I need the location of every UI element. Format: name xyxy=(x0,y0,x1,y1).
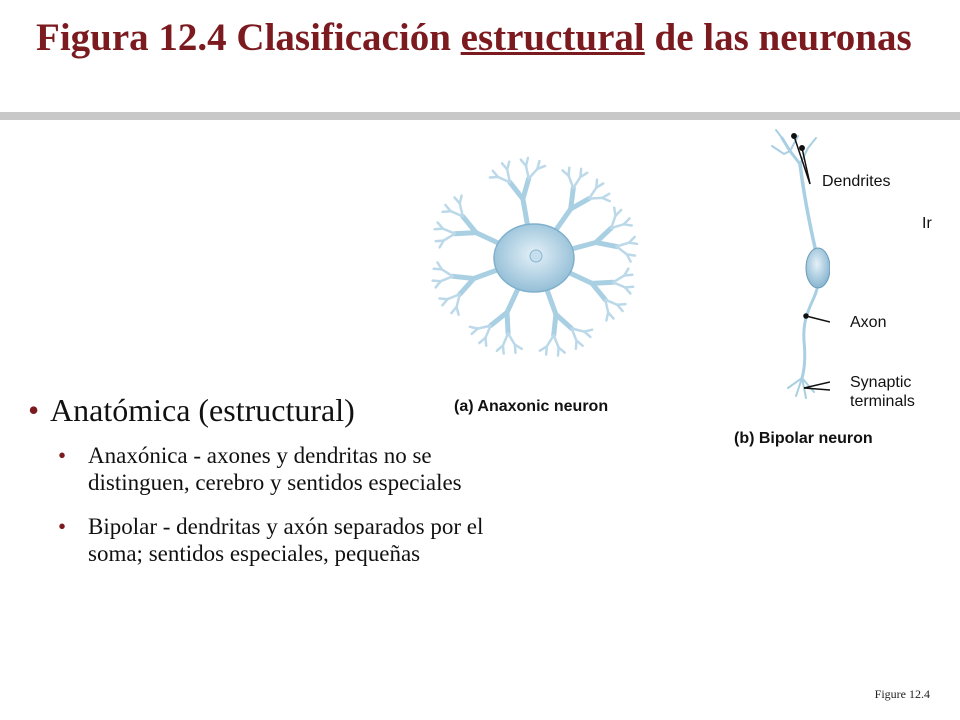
label-cropped: Ir xyxy=(922,215,932,232)
label-synaptic-line-1: Synaptic xyxy=(850,374,912,391)
bullet-marker: • xyxy=(58,443,67,468)
bullet-main: • Anatómica (estructural) xyxy=(28,390,488,430)
bullet-marker: • xyxy=(58,514,67,539)
anaxonic-caption: (a) Anaxonic neuron xyxy=(454,398,609,415)
bullet-main-text: Anatómica (estructural) xyxy=(50,392,355,428)
bullet-list: • Anatómica (estructural) • Anaxónica - … xyxy=(28,390,488,584)
title-part-1: Figura 12.4 Clasificación xyxy=(36,16,461,59)
sub-bullet-bipolar: • Bipolar - dendritas y axón separados p… xyxy=(28,513,488,567)
bipolar-neuron-figure: Dendrites Ir Axon Synaptic terminals (b)… xyxy=(720,126,960,456)
bipolar-caption: (b) Bipolar neuron xyxy=(734,430,873,447)
label-dendrites: Dendrites xyxy=(822,173,891,190)
bipolar-neuron-illustration xyxy=(771,129,831,399)
slide-title: Figura 12.4 Clasificación estructural de… xyxy=(36,14,936,62)
title-divider xyxy=(0,112,960,120)
figure-reference: Figure 12.4 xyxy=(874,687,930,701)
title-part-2: de las neuronas xyxy=(644,16,912,59)
anaxonic-neuron-figure: (a) Anaxonic neuron xyxy=(412,128,652,415)
title-underlined-word: estructural xyxy=(460,16,645,59)
sub-bullet-text: Anaxónica - axones y dendritas no se dis… xyxy=(88,443,462,495)
sub-bullet-text: Bipolar - dendritas y axón separados por… xyxy=(88,514,484,566)
label-axon: Axon xyxy=(850,314,887,331)
label-synaptic-line-2: terminals xyxy=(850,393,915,410)
anaxonic-neuron-illustration xyxy=(431,156,639,357)
bullet-marker: • xyxy=(28,392,40,428)
sub-bullet-anaxonic: • Anaxónica - axones y dendritas no se d… xyxy=(28,442,488,496)
